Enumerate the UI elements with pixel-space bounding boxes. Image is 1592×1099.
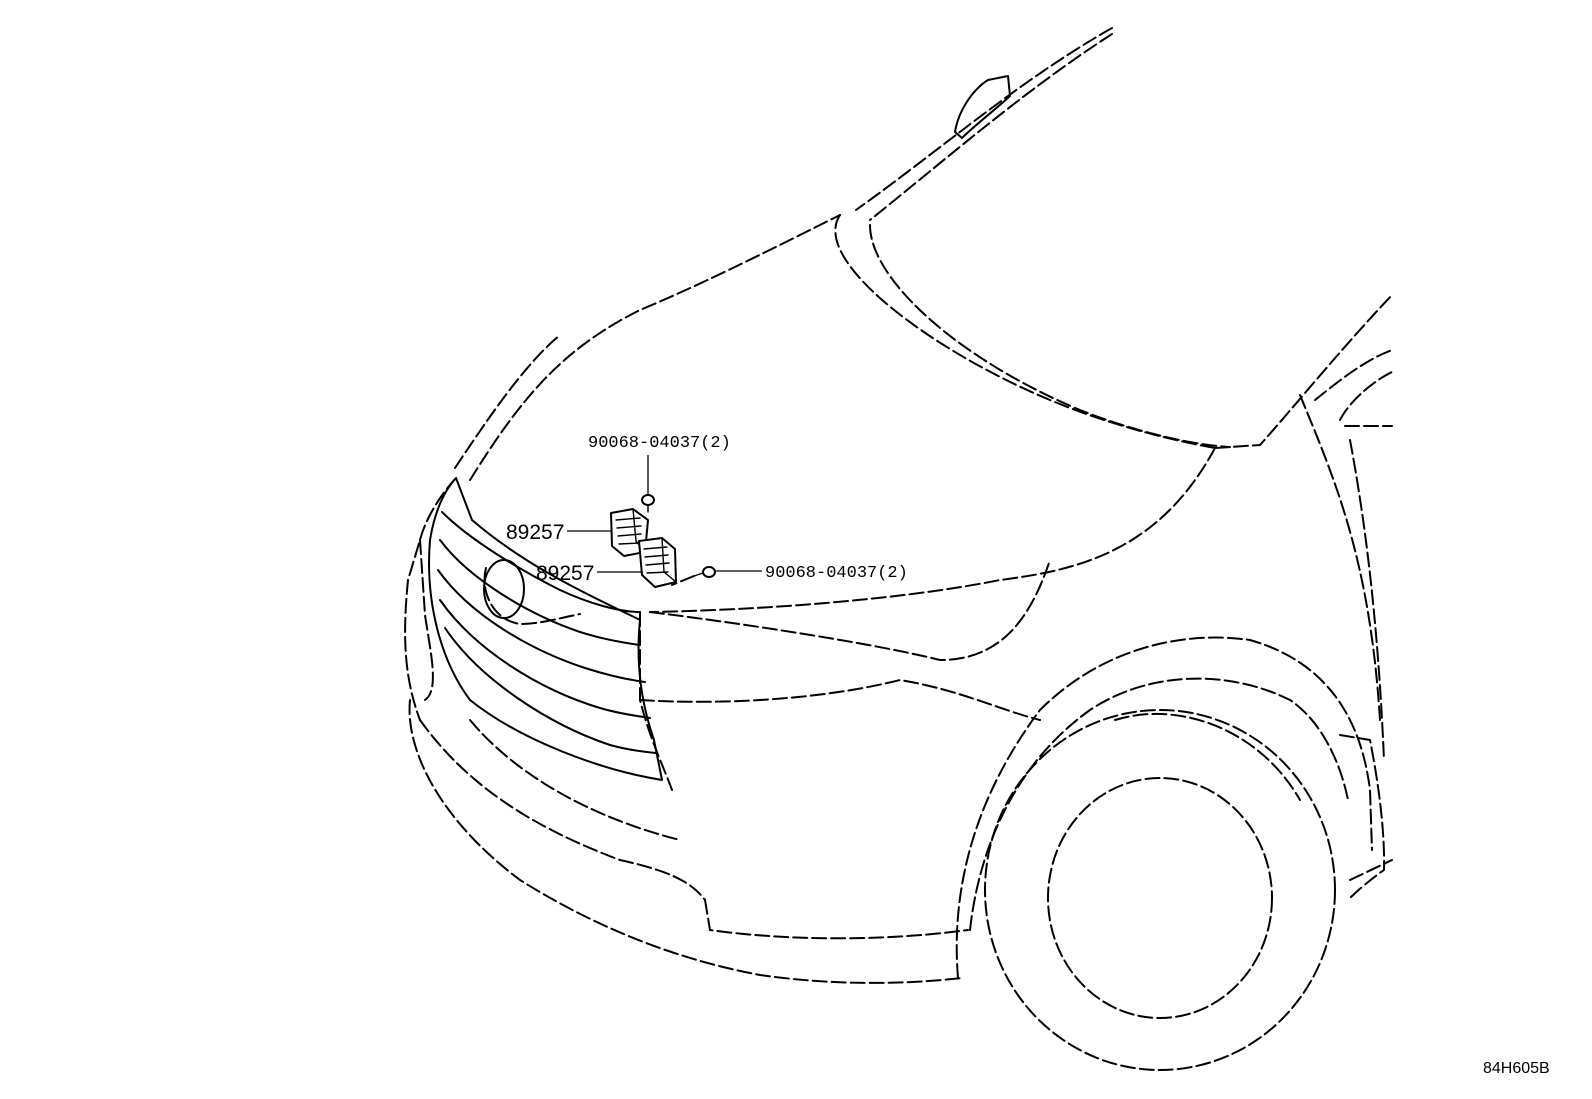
- door-front-edge: [1339, 371, 1393, 421]
- grille-bar-2: [439, 539, 641, 646]
- illustration-code: 84H605B: [1483, 1060, 1550, 1077]
- fascia-left-inner: [419, 539, 434, 701]
- grille-bar-3: [437, 569, 646, 683]
- callout-bracket-lower: 89257: [536, 562, 594, 585]
- grille-bar-4: [439, 599, 651, 719]
- side-mirror: [954, 75, 1011, 139]
- fender-top: [1214, 294, 1393, 449]
- hood-crease-2: [869, 224, 1231, 448]
- callout-bolt-upper: 90068-04037(2): [588, 434, 731, 453]
- a-pillar-inner: [869, 33, 1113, 221]
- hood-front-edge-inner: [454, 334, 561, 469]
- headlamp-upper: [649, 559, 1051, 661]
- grille-bar-1: [441, 511, 641, 613]
- a-pillar-outer: [855, 27, 1113, 211]
- grille-bar-5: [444, 627, 657, 754]
- hood-side: [649, 447, 1216, 613]
- tire-inner: [1047, 777, 1273, 1019]
- callout-bracket-upper: 89257: [506, 521, 564, 544]
- tire-outer: [984, 709, 1336, 1071]
- hood-front-edge: [469, 214, 841, 481]
- grille-frame-outer: [428, 477, 663, 781]
- bumper-lip: [408, 699, 963, 984]
- fascia-left: [404, 477, 457, 721]
- body-side-line: [1299, 394, 1381, 721]
- fender-lower: [1349, 859, 1393, 881]
- hood-crease: [834, 214, 1216, 449]
- part-bracket-lower: [638, 537, 677, 588]
- bumper-lower: [704, 899, 969, 940]
- tire-sidewall: [1114, 712, 1301, 801]
- emblem-surround: [483, 567, 581, 625]
- door-leading-edge: [1349, 439, 1385, 761]
- fender-flare: [1339, 734, 1386, 899]
- leader-bolt-lower-dash: [671, 575, 695, 586]
- air-intake: [469, 719, 681, 841]
- bolt-lower: [693, 566, 716, 578]
- wheel-arch-inner: [969, 677, 1349, 931]
- emblem: [483, 559, 525, 619]
- bolt-upper: [641, 494, 655, 513]
- headlamp-lower: [639, 679, 1041, 721]
- leader-lines: [567, 455, 762, 586]
- bumper-upper: [419, 719, 706, 901]
- wheel-arch-outer: [955, 636, 1373, 979]
- vehicle-outline: [404, 27, 1393, 1071]
- callout-bolt-lower: 90068-04037(2): [765, 564, 908, 583]
- cowl-line: [1314, 349, 1393, 401]
